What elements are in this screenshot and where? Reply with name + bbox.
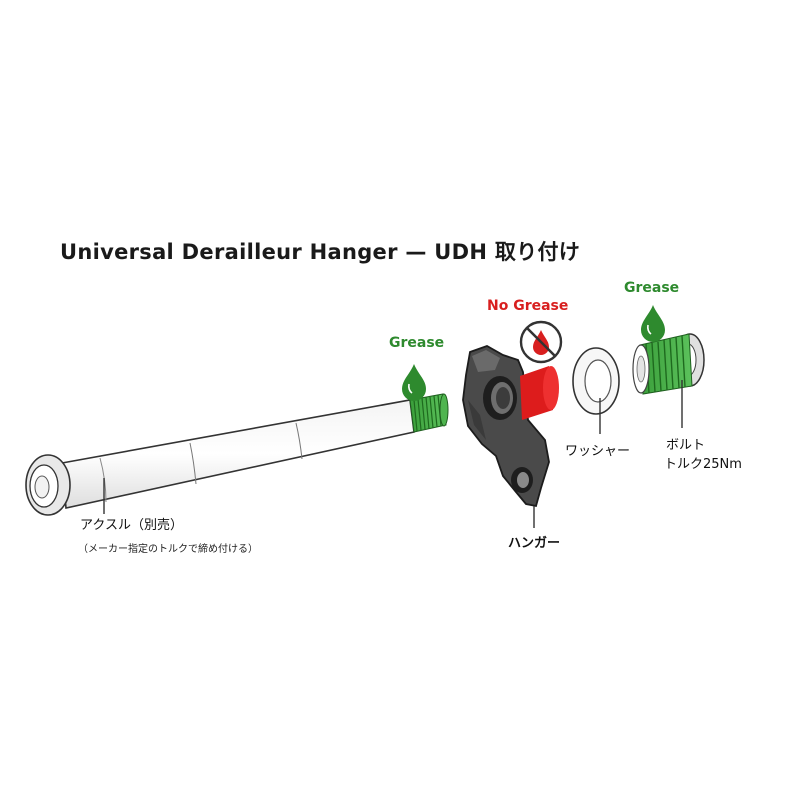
grease-drop-axle-icon: [402, 364, 426, 401]
no-grease-icon: [519, 320, 563, 364]
derailleur-hanger: [462, 345, 559, 508]
grease-label-bolt: Grease: [624, 280, 680, 296]
no-grease-shoulder: [520, 366, 559, 420]
bolt: [632, 333, 705, 395]
axle-threads: [409, 393, 449, 433]
axle: [25, 393, 449, 516]
page-title: Universal Derailleur Hanger — UDH 取り付け: [60, 240, 581, 264]
grease-drop-bolt-icon: [641, 305, 665, 342]
grease-label-axle: Grease: [389, 335, 445, 351]
washer: [572, 347, 620, 415]
bolt-label: ボルト: [666, 438, 706, 453]
washer-label: ワッシャー: [565, 444, 631, 459]
axle-torque-note: （メーカー指定のトルクで締め付ける）: [78, 544, 258, 555]
bolt-torque-label: トルク25Nm: [664, 457, 742, 472]
axle-label: アクスル（別売）: [80, 518, 183, 533]
hanger-label: ハンガー: [508, 536, 561, 551]
no-grease-label: No Grease: [487, 298, 569, 314]
